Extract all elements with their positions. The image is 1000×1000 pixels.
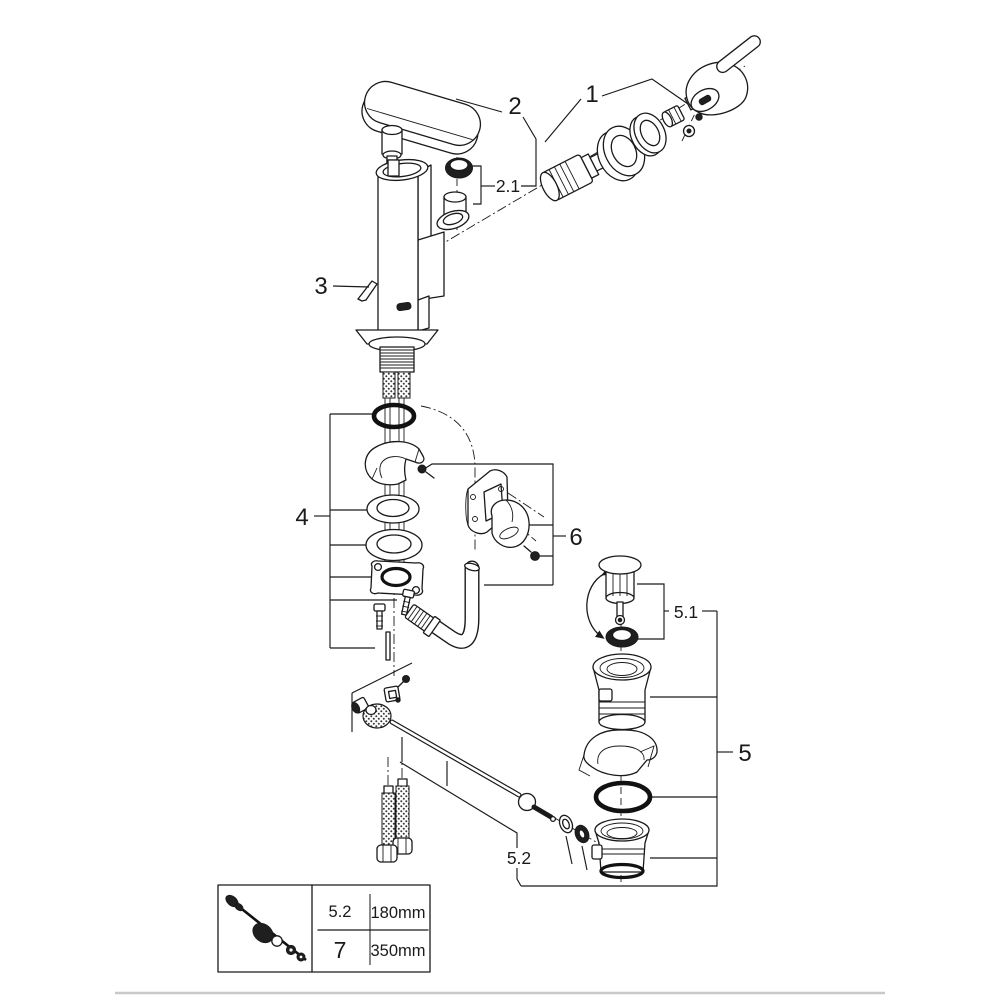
drain-lower-body bbox=[591, 818, 650, 880]
callout-2-1-label: 2.1 bbox=[496, 176, 520, 196]
clamp-cover bbox=[490, 499, 530, 548]
table-row2-part: 7 bbox=[334, 937, 347, 963]
callout-bracket-3 bbox=[332, 285, 370, 288]
drain-upper-body bbox=[592, 653, 652, 731]
mousseur-seal bbox=[445, 157, 473, 179]
pull-rod-assembly bbox=[351, 675, 590, 863]
callout-labels: 1 2 2.1 3 4 6 5.1 5 5.2 bbox=[295, 81, 751, 868]
callout-bracket-4 bbox=[314, 413, 397, 649]
plug-seal-ring bbox=[605, 626, 639, 648]
fixation-screw-bottom bbox=[523, 545, 540, 561]
mounting-flange bbox=[369, 560, 425, 596]
flange-screw-left bbox=[373, 603, 386, 630]
size-table: 5.2 180mm 7 350mm bbox=[217, 884, 431, 973]
screw-cover-dot bbox=[695, 113, 703, 121]
lever-handle bbox=[681, 35, 761, 142]
callout-bracket-5-2 bbox=[351, 662, 588, 887]
fixation-parts bbox=[404, 464, 540, 649]
callout-2-label: 2 bbox=[508, 93, 521, 120]
stabilizer-washer bbox=[364, 440, 425, 486]
rod-ring-2 bbox=[574, 824, 590, 844]
retainer-clip bbox=[357, 280, 378, 302]
drain-assembly bbox=[578, 555, 658, 880]
table-row1-length: 180mm bbox=[370, 904, 425, 922]
o-ring bbox=[371, 402, 417, 430]
drain-o-ring bbox=[593, 780, 653, 814]
table-row1-part: 5.2 bbox=[329, 903, 352, 921]
callout-bracket-2 bbox=[455, 98, 537, 187]
washer-2 bbox=[365, 528, 423, 562]
handle-nut bbox=[661, 105, 685, 128]
rod-clamp-screw bbox=[395, 675, 410, 690]
mousseur bbox=[436, 191, 470, 231]
fixation-screw-top bbox=[417, 464, 435, 479]
spout bbox=[361, 80, 482, 155]
table-row2-length: 350mm bbox=[370, 942, 425, 960]
rod-thumbnail bbox=[225, 894, 307, 962]
knurled-knob bbox=[362, 703, 392, 729]
faucet-body bbox=[355, 80, 482, 399]
outlet-pipe bbox=[404, 560, 480, 649]
callout-bracket-5 bbox=[521, 611, 733, 887]
callout-3-label: 3 bbox=[314, 273, 327, 300]
rotation-arrow bbox=[586, 567, 611, 639]
handle-exploded bbox=[539, 35, 761, 202]
overflow-funnel bbox=[578, 729, 658, 777]
rod-clamp bbox=[383, 685, 401, 703]
body-column bbox=[375, 158, 445, 333]
callout-bracket-5-1 bbox=[631, 583, 717, 640]
callout-5-2-label: 5.2 bbox=[507, 848, 531, 868]
rod-ring-1 bbox=[558, 814, 574, 834]
washer-1 bbox=[366, 494, 420, 524]
popup-plug bbox=[598, 555, 642, 626]
callout-bracket-1 bbox=[544, 78, 689, 143]
callout-5-label: 5 bbox=[738, 740, 751, 767]
callout-6-label: 6 bbox=[569, 524, 582, 551]
callout-1-label: 1 bbox=[585, 81, 598, 108]
callout-bracket-2-1 bbox=[468, 165, 495, 205]
callout-bracket-6 bbox=[420, 463, 566, 586]
mounting-parts bbox=[364, 402, 425, 661]
callout-5-1-label: 5.1 bbox=[674, 602, 698, 622]
callout-4-label: 4 bbox=[295, 504, 308, 531]
pull-rod bbox=[389, 719, 557, 823]
flange-screw-right bbox=[400, 588, 415, 616]
rod-fitting bbox=[351, 696, 370, 714]
logo-slot bbox=[396, 301, 412, 312]
base-and-shank bbox=[355, 329, 439, 399]
supply-hoses bbox=[376, 778, 413, 863]
guide-pin bbox=[385, 631, 391, 661]
spout-connector bbox=[381, 124, 403, 165]
spout-parts bbox=[436, 157, 473, 231]
cap-ring bbox=[629, 112, 667, 157]
